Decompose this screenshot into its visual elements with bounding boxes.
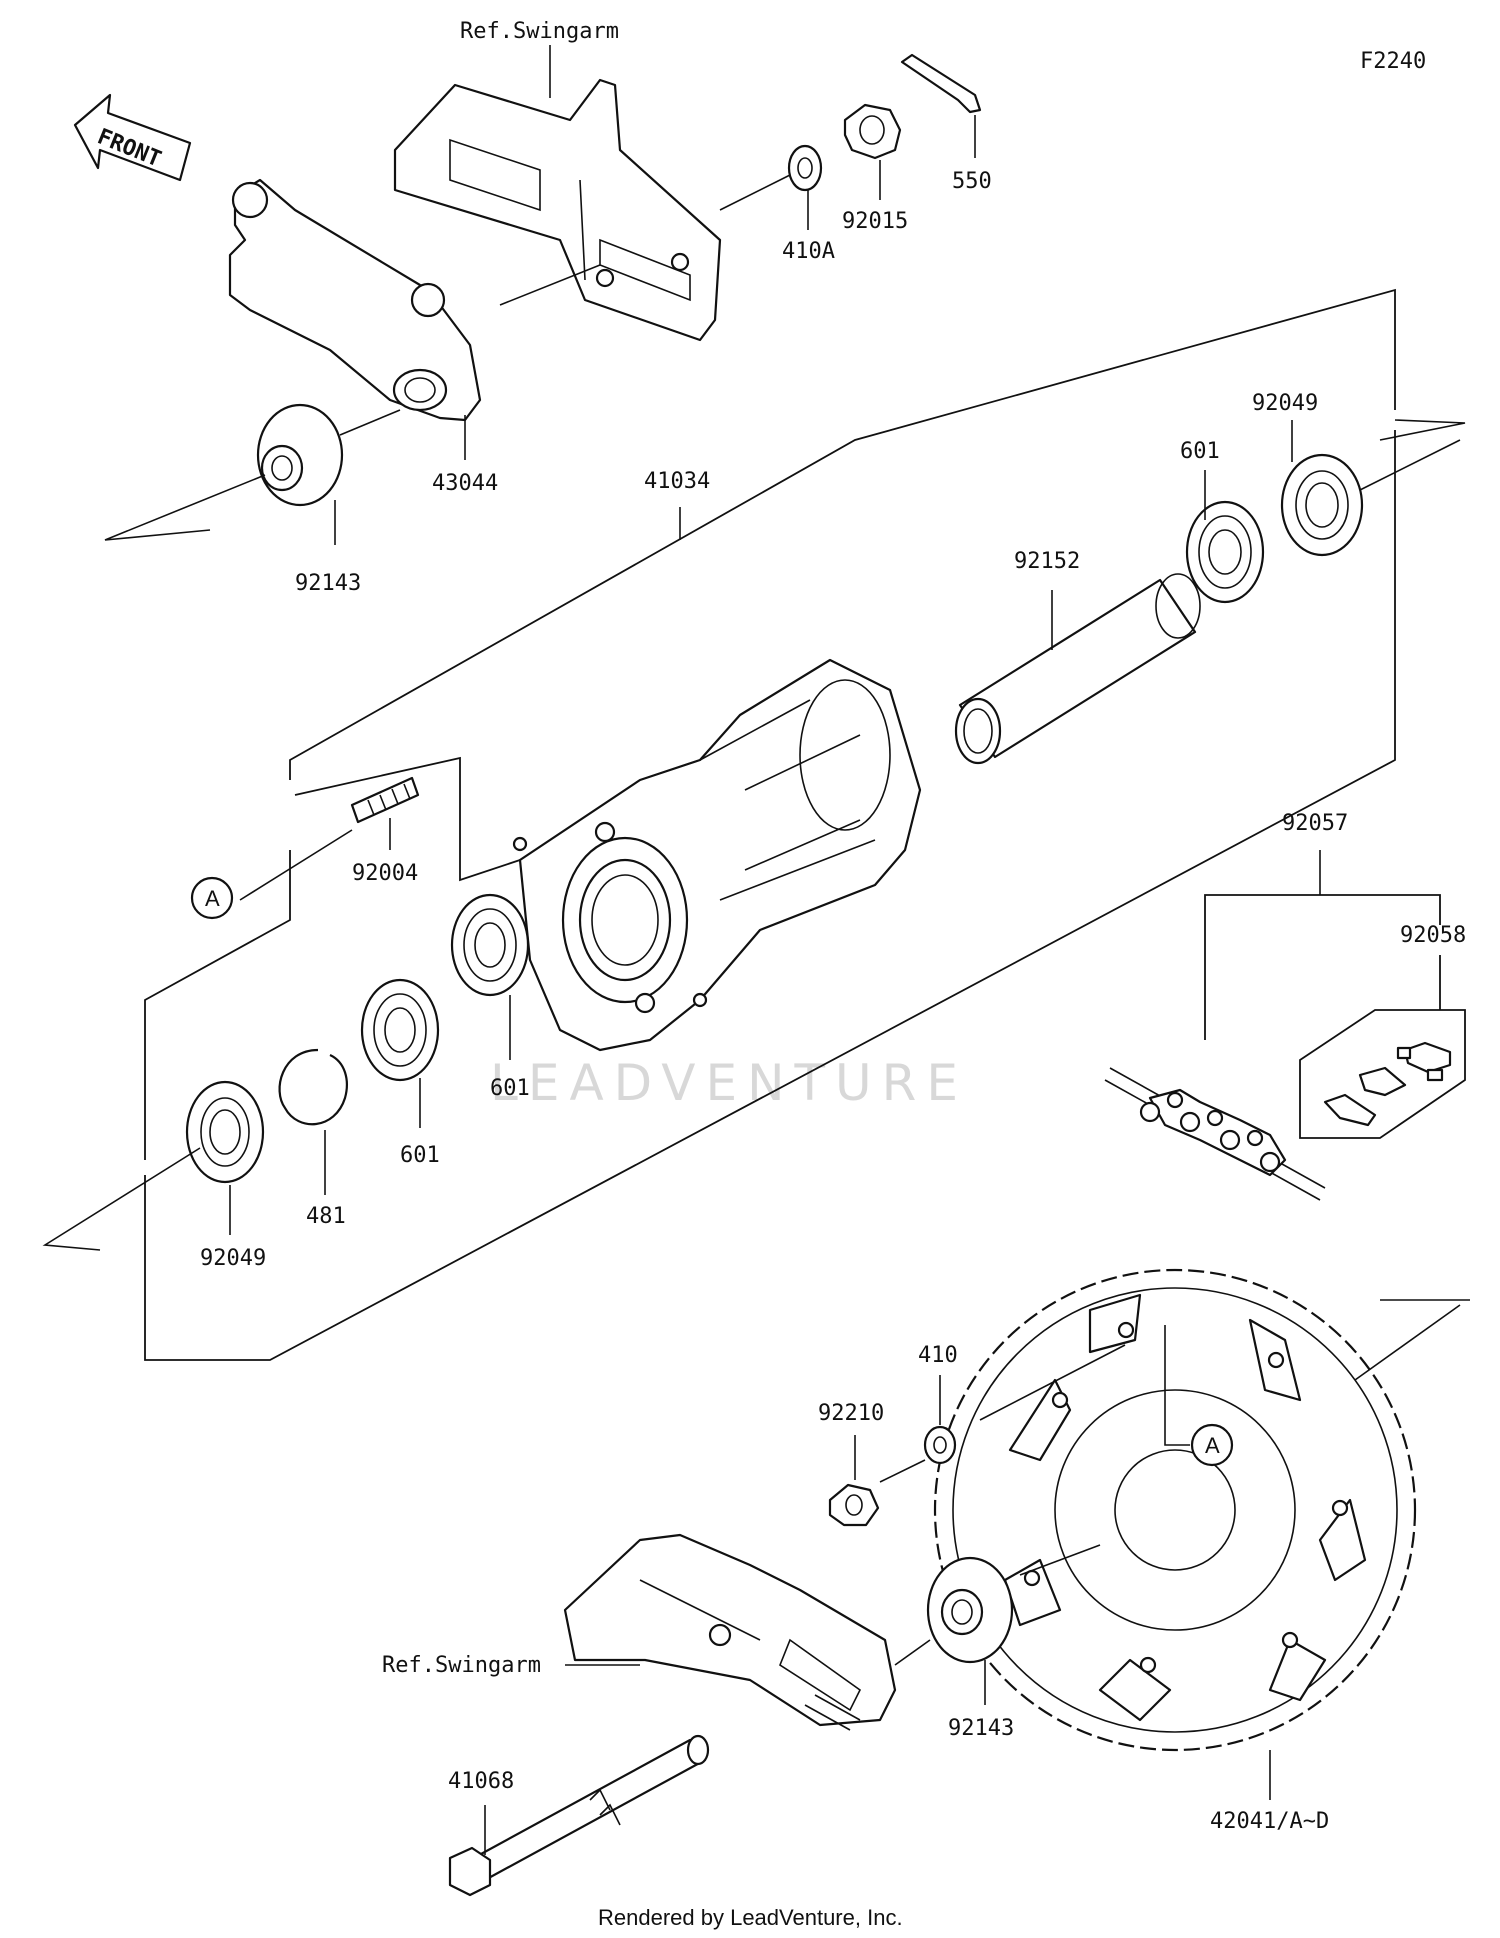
spacer-92152-icon [954, 573, 1201, 765]
label-43044: 43044 [432, 471, 498, 496]
label-92143-top: 92143 [295, 571, 361, 596]
cotter-pin-icon [900, 53, 982, 114]
footer-credit: Rendered by LeadVenture, Inc. [598, 1905, 903, 1930]
chain-joint-icon [1323, 1041, 1452, 1127]
label-92152: 92152 [1014, 549, 1080, 574]
label-410: 410 [918, 1343, 958, 1368]
label-92049-right: 92049 [1252, 391, 1318, 416]
bearing-601-mid-icon [450, 893, 530, 997]
washer-410-icon [923, 1425, 957, 1465]
label-92049-left: 92049 [200, 1246, 266, 1271]
rear-hub-icon [512, 658, 922, 1052]
ref-swingarm-bottom-label: Ref.Swingarm [382, 1653, 541, 1678]
label-410a: 410A [782, 239, 835, 264]
rear-sprocket-icon [933, 1268, 1417, 1752]
label-41034: 41034 [644, 469, 710, 494]
label-92057: 92057 [1282, 811, 1348, 836]
label-92004: 92004 [352, 861, 418, 886]
label-601-left: 601 [400, 1143, 440, 1168]
washer-410a-icon [787, 144, 823, 192]
swingarm-bottom-icon [563, 1533, 897, 1731]
label-601-mid: 601 [490, 1076, 530, 1101]
label-92058: 92058 [1400, 923, 1466, 948]
label-550: 550 [952, 169, 992, 194]
collar-92143-bottom-icon [926, 1556, 1014, 1664]
callout-a-top-label: A [205, 886, 220, 911]
rear-axle-icon [448, 1734, 710, 1897]
callout-a-sprocket [1190, 1423, 1234, 1467]
chain-adjuster-icon [228, 178, 482, 422]
label-42041: 42041/A~D [1210, 1809, 1329, 1834]
label-601-right: 601 [1180, 439, 1220, 464]
drive-chain-icon [1104, 1067, 1326, 1201]
seal-92049-left-icon [185, 1080, 265, 1184]
ref-swingarm-top-label: Ref.Swingarm [460, 19, 619, 44]
chain-joint-box [1299, 1009, 1466, 1139]
front-arrow-icon: FRONT [73, 93, 192, 182]
swingarm-top-icon [393, 78, 722, 342]
bearing-601-left-icon [360, 978, 440, 1082]
bearing-601-right-icon [1185, 500, 1265, 604]
label-92210: 92210 [818, 1401, 884, 1426]
callout-a-top [190, 876, 234, 920]
label-481: 481 [306, 1204, 346, 1229]
collar-92143-top-icon [256, 403, 344, 507]
label-41068: 41068 [448, 1769, 514, 1794]
stud-92004-icon [350, 776, 420, 824]
watermark: LEADVENTURE [490, 1054, 968, 1112]
nut-92210-icon [828, 1483, 880, 1527]
callout-a-sprocket-label: A [1205, 1433, 1220, 1458]
circlip-481-icon [278, 1048, 348, 1126]
figure-code: F2240 [1360, 49, 1426, 74]
seal-92049-right-icon [1280, 453, 1364, 557]
nut-92015-icon [843, 103, 902, 160]
label-92015: 92015 [842, 209, 908, 234]
label-92143-bottom: 92143 [948, 1716, 1014, 1741]
